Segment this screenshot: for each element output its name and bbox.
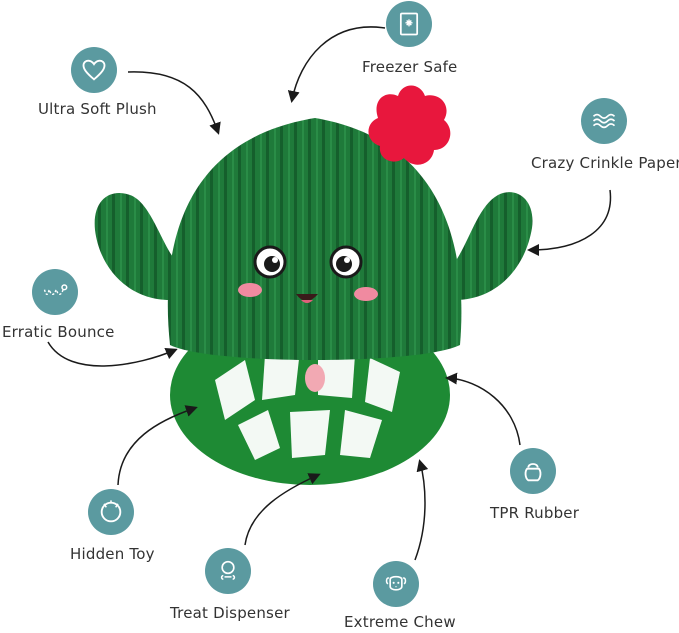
label-erratic-bounce: Erratic Bounce: [2, 323, 115, 341]
badge-ultra-soft-plush: [71, 47, 117, 93]
arrow-tpr-rubber: [445, 372, 521, 446]
cactus-plush-body: [167, 118, 462, 360]
arrow-erratic-bounce: [47, 341, 178, 367]
dog-face-icon: [385, 575, 407, 591]
label-crazy-crinkle-paper: Crazy Crinkle Paper: [531, 154, 679, 172]
wave-lines-icon: [592, 113, 616, 129]
label-extreme-chew: Extreme Chew: [344, 613, 456, 631]
cactus-right-arm: [455, 192, 533, 300]
arrow-crazy-crinkle-paper: [527, 189, 612, 256]
badge-hidden-toy: [88, 489, 134, 535]
arrow-extreme-chew: [414, 459, 429, 561]
badge-crazy-crinkle-paper: [581, 98, 627, 144]
kettlebell-icon: [524, 463, 542, 482]
ball-icon: [100, 500, 122, 523]
heart-icon: [82, 59, 106, 81]
badge-freezer-safe: [386, 1, 432, 47]
badge-extreme-chew: [373, 561, 419, 607]
label-hidden-toy: Hidden Toy: [70, 545, 155, 563]
arrow-treat-dispenser: [244, 473, 321, 546]
label-freezer-safe: Freezer Safe: [362, 58, 458, 76]
bone-icon: [220, 560, 236, 580]
arrow-hidden-toy: [117, 405, 198, 486]
label-tpr-rubber: TPR Rubber: [490, 504, 580, 522]
badge-erratic-bounce: [32, 269, 78, 315]
badge-treat-dispenser: [205, 548, 251, 594]
label-ultra-soft-plush: Ultra Soft Plush: [38, 100, 157, 118]
badge-tpr-rubber: [510, 448, 556, 494]
cactus-face: [238, 245, 378, 303]
cactus-flower: [368, 85, 451, 165]
label-treat-dispenser: Treat Dispenser: [170, 604, 290, 622]
arrow-ultra-soft-plush: [127, 71, 221, 135]
snowflake-freezer-icon: [399, 12, 419, 36]
cactus-left-arm: [94, 193, 175, 300]
bounce-icon: [43, 284, 68, 296]
arrow-freezer-safe: [287, 26, 386, 103]
